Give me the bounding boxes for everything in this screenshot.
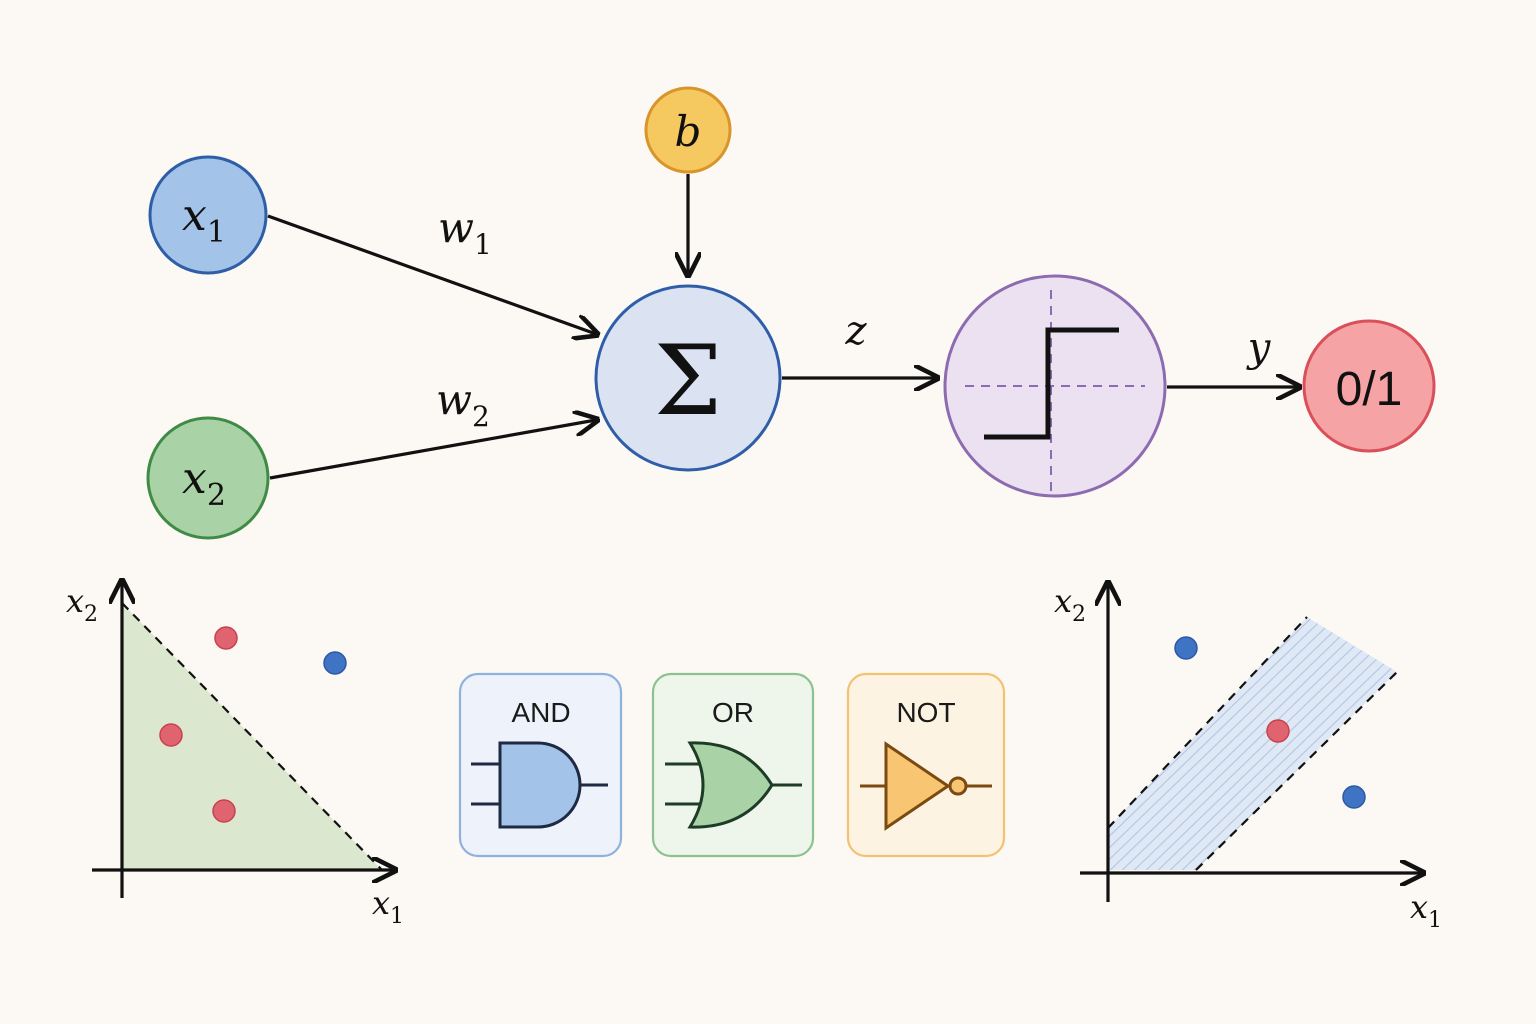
- band-hatch-line: [1472, 600, 1536, 880]
- weight-label-w2: w2: [436, 375, 490, 433]
- band-hatch-line: [1424, 600, 1536, 880]
- band-hatch-line: [1363, 617, 1397, 870]
- or-gate-icon: [665, 741, 802, 829]
- edge-x2-to-sum: [269, 420, 596, 480]
- not-gate-icon: [860, 741, 992, 831]
- data-point-red: [212, 799, 236, 823]
- decision-boundary-line: [121, 602, 383, 871]
- and-gate-title: AND: [511, 697, 570, 728]
- sigma-symbol: Σ: [654, 325, 722, 437]
- band-hatch-line: [1108, 617, 1343, 870]
- band-hatch-line: [1496, 600, 1536, 880]
- y-axis-label: x2: [1054, 582, 1086, 627]
- summation-node: Σ: [594, 284, 782, 472]
- and-gate-icon: [471, 741, 608, 829]
- x-axis-label: x1: [372, 884, 404, 929]
- y-label: y: [1246, 325, 1272, 371]
- data-point-red: [1266, 719, 1290, 743]
- edge-x1-to-sum: [267, 214, 596, 334]
- data-point-blue: [1342, 785, 1366, 809]
- perceptron-diagram: x1 x2 w1 w2 b Σ z y: [146, 86, 1436, 540]
- data-point-blue: [1174, 636, 1198, 660]
- band-hatch-line: [1484, 600, 1536, 880]
- band-hatch-line: [1436, 600, 1536, 880]
- band-hatch-line: [1448, 600, 1536, 880]
- not-gate-title: NOT: [896, 697, 955, 728]
- svg-text:x1: x1: [182, 190, 226, 250]
- band-hatch-line: [1108, 617, 1379, 870]
- y-axis-label: x2: [66, 582, 98, 627]
- band-hatch-line: [1339, 617, 1397, 870]
- band-hatch-line: [1111, 617, 1397, 870]
- bias-label: b: [675, 107, 702, 156]
- band-hatch-line: [1460, 600, 1536, 880]
- logic-gates-panel: AND OR NOT: [458, 672, 1006, 858]
- band-hatch-line: [1315, 617, 1397, 870]
- band-hatch-line: [1327, 617, 1397, 870]
- input-node-x2: x2: [146, 416, 270, 540]
- output-label: 0/1: [1336, 363, 1403, 416]
- bias-node: b: [644, 86, 732, 174]
- band-hatch-line: [1387, 617, 1397, 870]
- and-gate-card: AND: [458, 672, 623, 858]
- step-activation-node: [943, 274, 1167, 498]
- not-gate-card: NOT: [846, 672, 1006, 858]
- band-hatch-line: [1400, 600, 1536, 880]
- svg-text:x2: x2: [182, 453, 226, 513]
- band-hatch-line: [1171, 617, 1397, 870]
- x-axis-label: x1: [1410, 888, 1442, 933]
- band-hatch-line: [1108, 617, 1391, 870]
- data-point-blue: [323, 651, 347, 675]
- band-hatch-line: [1351, 617, 1397, 870]
- band-hatch-line: [1375, 617, 1397, 870]
- band-hatch-line: [1108, 617, 1355, 870]
- or-gate-title: OR: [712, 697, 754, 728]
- step-function-curve: [984, 327, 1119, 440]
- band-hatch-line: [1123, 617, 1397, 870]
- left-decision-plot: x2 x1: [66, 582, 404, 929]
- band-hatch-line: [1159, 617, 1397, 870]
- data-point-red: [159, 723, 183, 747]
- data-point-red: [214, 626, 238, 650]
- z-label: z: [844, 308, 867, 354]
- output-node: 0/1: [1302, 319, 1436, 453]
- input-node-x1: x1: [148, 155, 268, 275]
- weight-label-w1: w1: [438, 203, 492, 261]
- band-hatch-line: [1108, 617, 1367, 870]
- band-hatch-line: [1412, 600, 1536, 880]
- upper-boundary-line: [1107, 616, 1308, 829]
- or-gate-card: OR: [651, 672, 815, 858]
